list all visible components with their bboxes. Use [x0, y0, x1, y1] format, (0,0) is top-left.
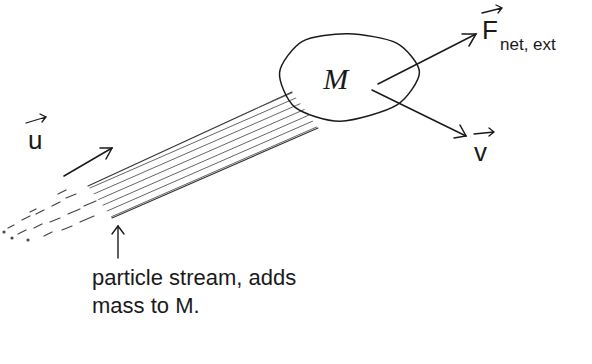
vector-arrow-marks: [26, 5, 502, 136]
vector-symbol: F: [482, 14, 498, 47]
annotation: particle stream, adds mass to M.: [92, 264, 342, 319]
stream-edge: [112, 128, 318, 218]
blob-outline: [280, 34, 420, 121]
subscript: net, ext: [500, 34, 556, 55]
pointer-arrow: [112, 226, 124, 258]
vector-symbol: v: [474, 136, 487, 169]
mass-label: M: [323, 62, 348, 96]
velocity-arrow: [372, 90, 466, 138]
stream-edge: [88, 92, 292, 186]
stream-particles: [3, 190, 96, 241]
stream-velocity-arrow: [64, 148, 112, 176]
vector-symbol: u: [28, 124, 42, 157]
mass-body: M: [272, 30, 424, 124]
stream-hatching: [70, 85, 350, 225]
